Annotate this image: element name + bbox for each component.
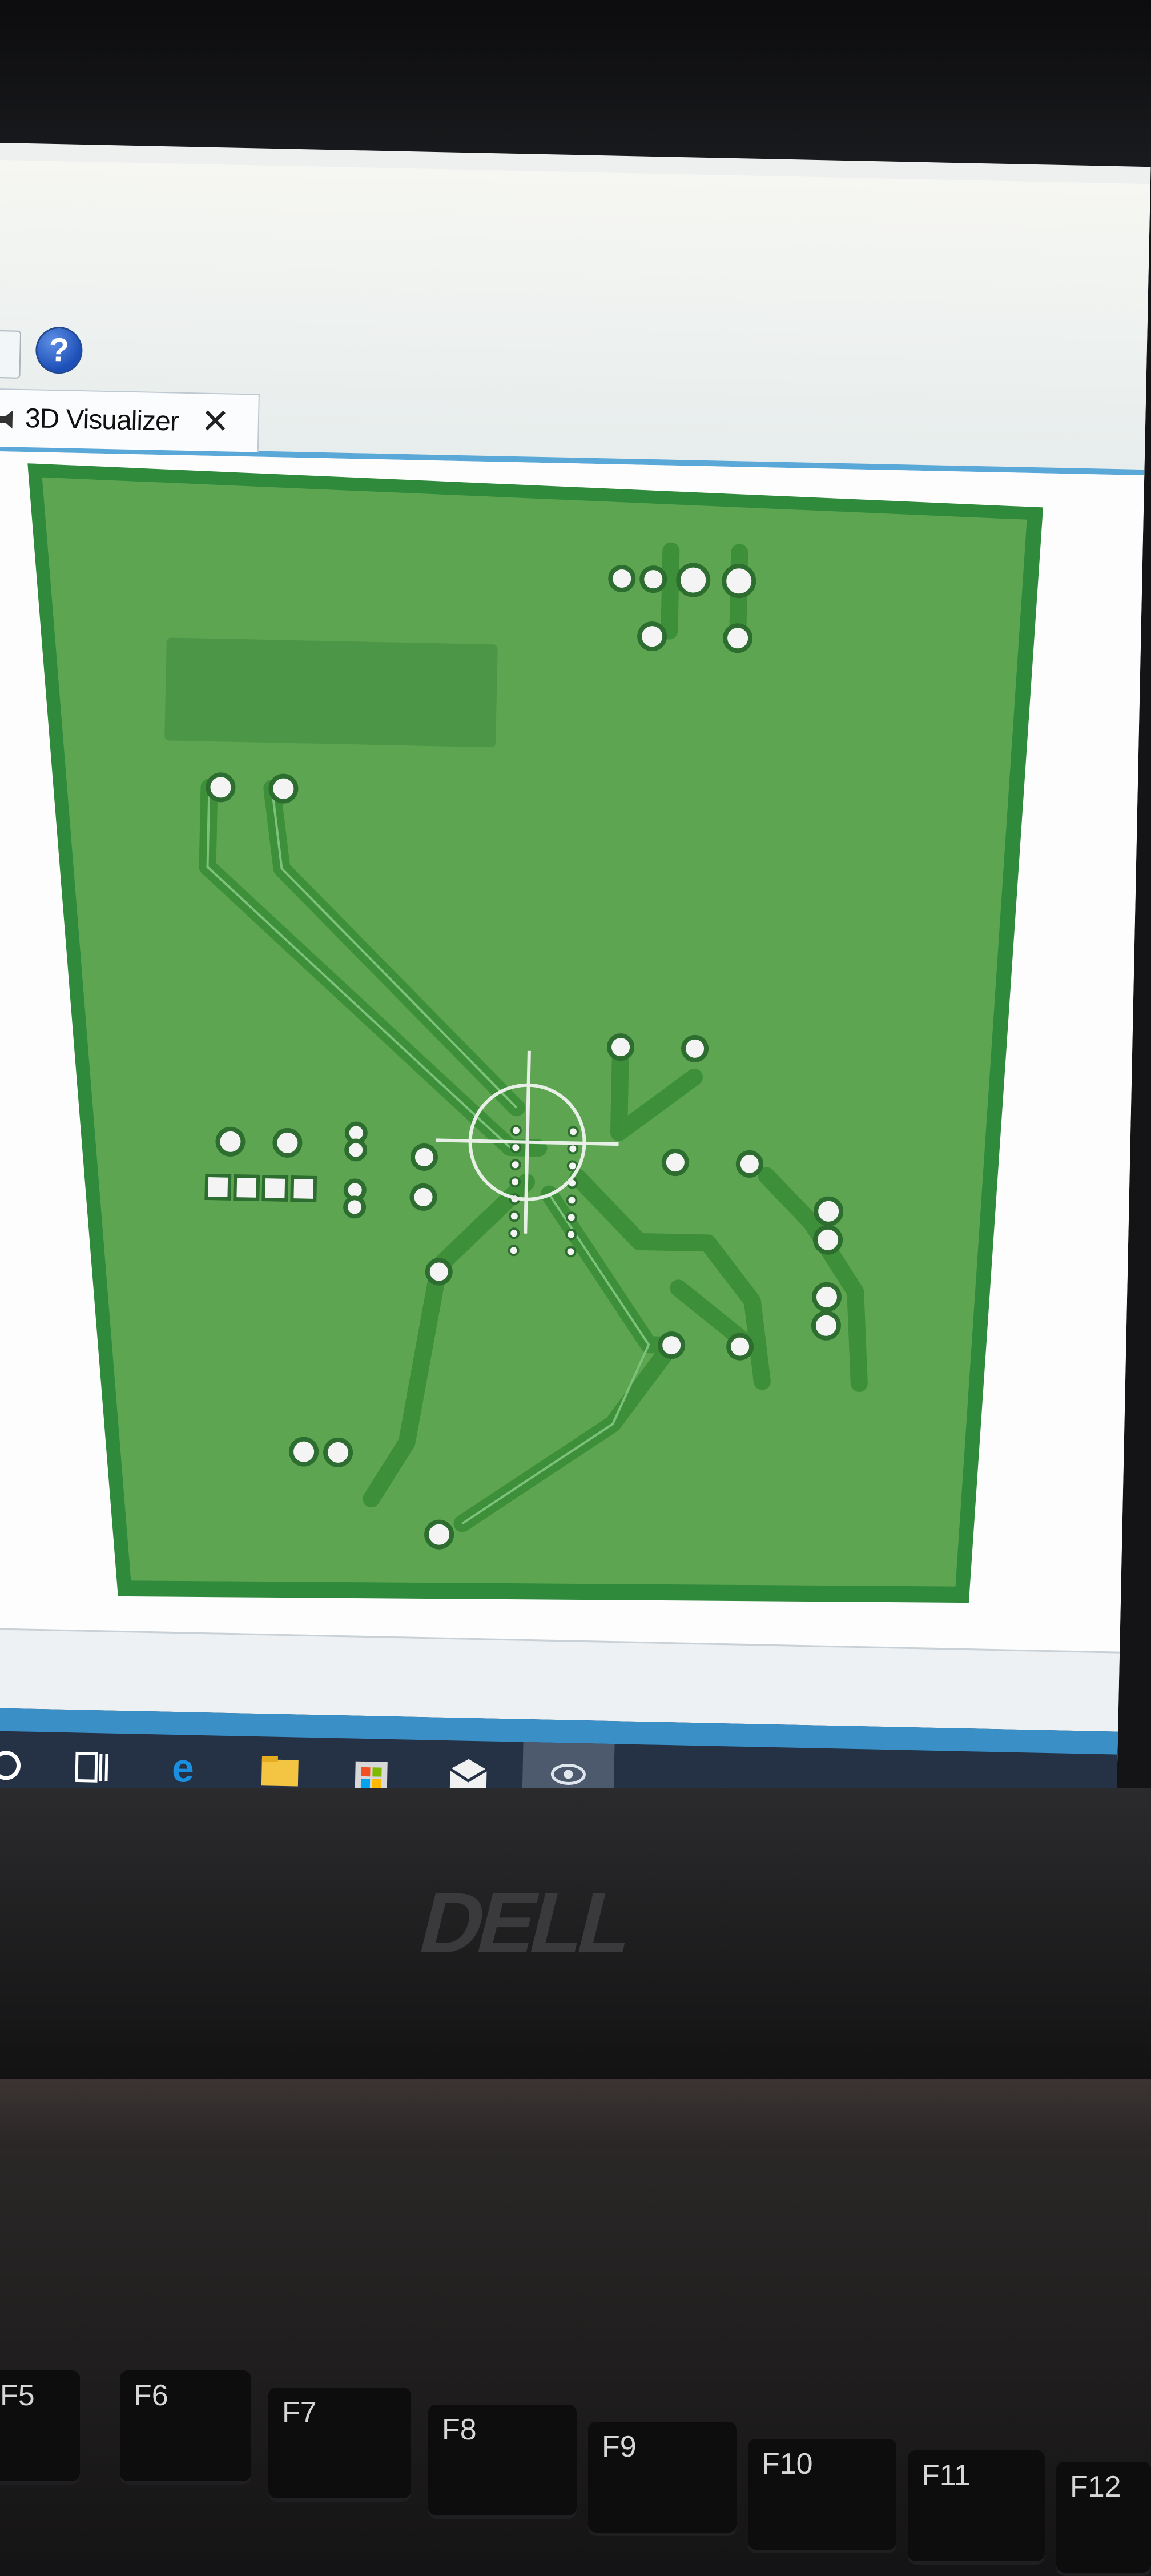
pcb-label-block (164, 637, 498, 748)
store-icon[interactable] (348, 1750, 395, 1796)
key-f10[interactable]: F10 (748, 2439, 896, 2553)
key-f12[interactable]: F12 (1056, 2462, 1151, 2576)
laptop-bezel (0, 1788, 1151, 2085)
screen: ? 3D Visualizer ✕ (0, 143, 1151, 1812)
pcb-app-taskbar-slot[interactable] (522, 1742, 615, 1807)
laptop-hinge (0, 2079, 1151, 2148)
svg-text:e: e (171, 1746, 195, 1791)
key-f7[interactable]: F7 (268, 2388, 411, 2502)
3d-viewport[interactable] (0, 451, 1145, 1652)
mail-icon[interactable] (445, 1752, 492, 1799)
key-f9[interactable]: F9 (588, 2422, 737, 2536)
speaker-icon (0, 410, 13, 429)
pcb-app-icon (550, 1763, 586, 1785)
dell-logo: DELL (411, 1875, 640, 1971)
crosshair-cursor-icon (436, 1050, 619, 1234)
windows-taskbar: e (0, 1707, 1118, 1812)
toolbar-button[interactable] (0, 330, 22, 379)
pcb-square-pads (204, 1173, 317, 1203)
ic-pins (508, 1125, 579, 1258)
tab-label: 3D Visualizer (25, 403, 179, 437)
task-view-icon[interactable] (69, 1744, 115, 1791)
key-f5[interactable]: F5 (0, 2370, 80, 2485)
tab-bar: 3D Visualizer ✕ (0, 388, 1146, 476)
key-f11[interactable]: F11 (908, 2450, 1045, 2565)
close-icon[interactable]: ✕ (200, 402, 230, 441)
monitor-bezel-top (0, 0, 1151, 171)
edge-icon[interactable]: e (160, 1746, 207, 1793)
pcb-trace-highlights (206, 787, 650, 1525)
tab-3d-visualizer[interactable]: 3D Visualizer ✕ (0, 388, 260, 452)
key-f6[interactable]: F6 (120, 2370, 251, 2485)
cortana-circle-icon[interactable] (0, 1742, 29, 1789)
pcb-board-surface (42, 477, 1027, 1587)
pcb-pads (206, 563, 844, 1550)
key-f8[interactable]: F8 (428, 2405, 577, 2519)
pcb-board[interactable] (4, 463, 1055, 1615)
